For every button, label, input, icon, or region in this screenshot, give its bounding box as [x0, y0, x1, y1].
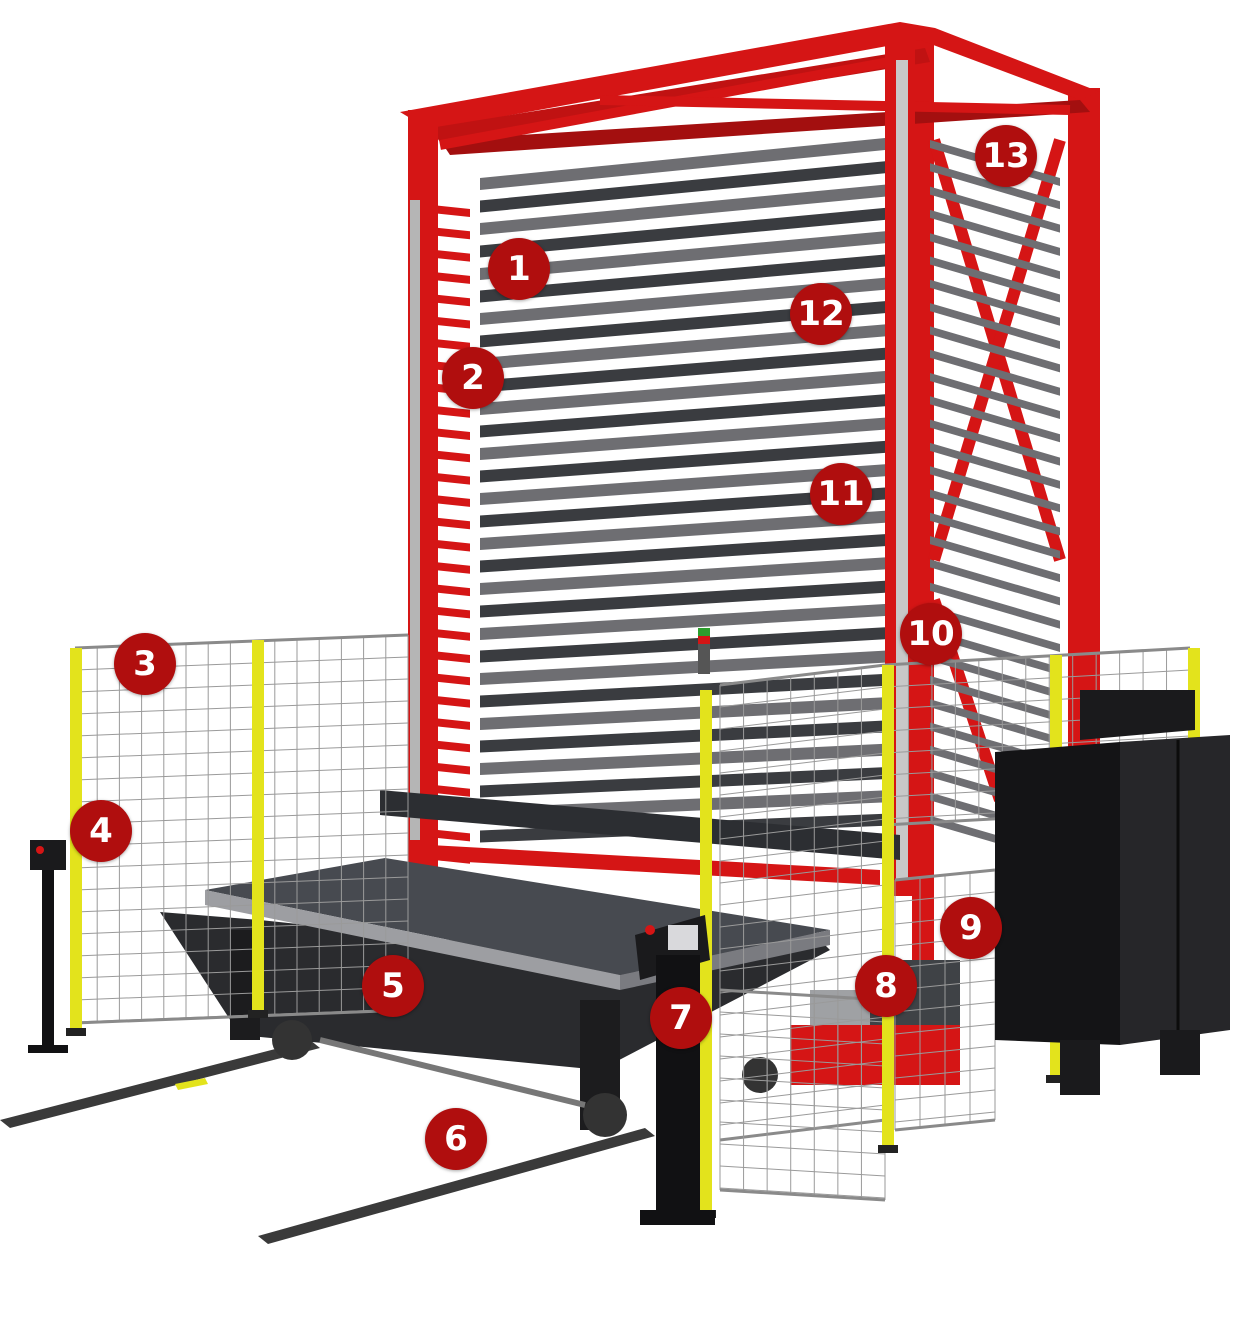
callout-marker-2: 2 — [442, 347, 504, 409]
callout-marker-10: 10 — [900, 603, 962, 665]
callout-marker-5: 5 — [362, 955, 424, 1017]
control-cabinet — [995, 690, 1230, 1095]
tower-right-column — [912, 40, 1100, 1080]
callout-marker-11: 11 — [810, 463, 872, 525]
callout-marker-8: 8 — [855, 955, 917, 1017]
callout-marker-9: 9 — [940, 897, 1002, 959]
callout-marker-12: 12 — [790, 283, 852, 345]
callout-marker-4: 4 — [70, 800, 132, 862]
tray-stack — [480, 138, 1060, 862]
callout-marker-1: 1 — [488, 238, 550, 300]
signal-light — [698, 628, 710, 674]
floor-rails — [0, 1040, 655, 1244]
callout-marker-6: 6 — [425, 1108, 487, 1170]
tower-top-frame — [400, 22, 1100, 155]
callout-marker-3: 3 — [114, 633, 176, 695]
callout-marker-7: 7 — [650, 987, 712, 1049]
callout-marker-13: 13 — [975, 125, 1037, 187]
remote-button-post — [28, 840, 68, 1053]
